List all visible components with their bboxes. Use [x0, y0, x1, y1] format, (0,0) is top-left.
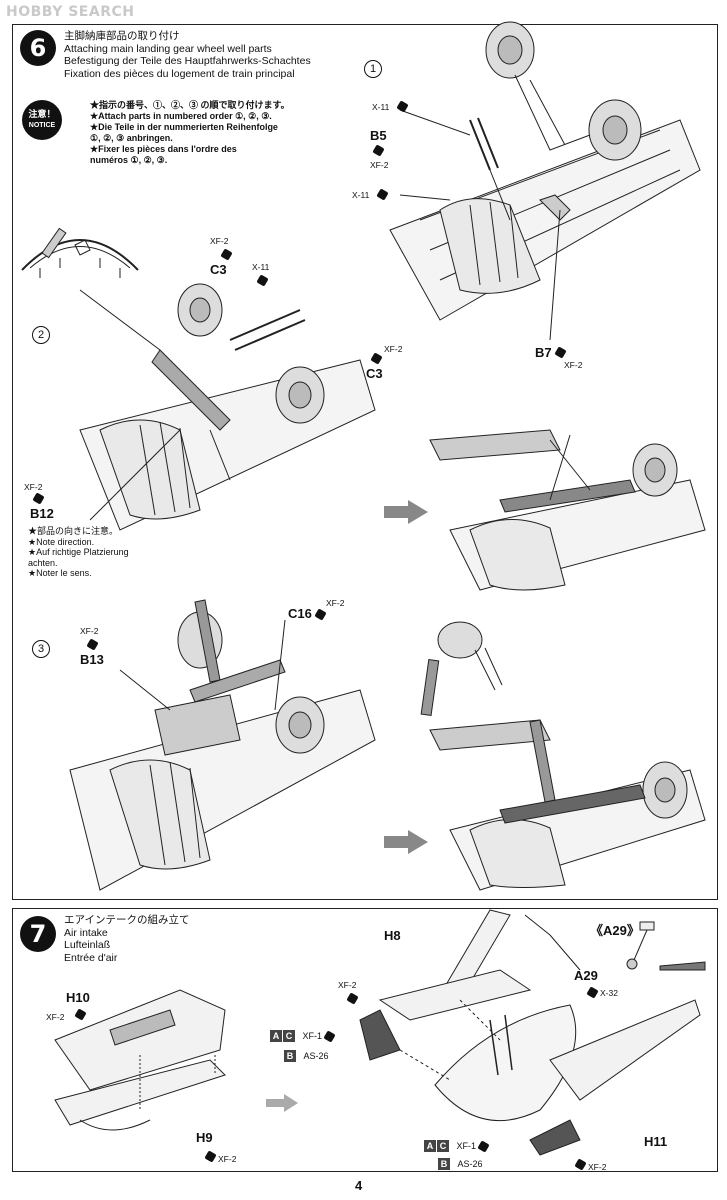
label-xf1-a: XF-1 — [302, 1031, 323, 1041]
label-a29-ref: 《A29》 — [590, 923, 640, 938]
intake-halves-illustration — [54, 989, 226, 1131]
label-b13: B13 — [80, 652, 104, 667]
step7-title-en: Air intake — [64, 926, 108, 939]
result-arrow-icon — [384, 500, 428, 524]
notice-badge-en: NOTICE — [28, 122, 56, 129]
label-xf2-c3-top: XF-2 — [210, 236, 229, 246]
direction-note-de2: achten. — [28, 557, 58, 568]
direction-note: ★部品の向きに注意。 ★Note direction. ★Auf richtig… — [28, 526, 129, 579]
substep2-illustration — [79, 283, 376, 531]
notice-fr1: ★Fixer les pièces dans l'ordre des — [90, 144, 237, 154]
label-xf2-h10: XF-2 — [46, 1012, 65, 1022]
notice-badge: 注意！ NOTICE — [22, 100, 62, 140]
code-b: B — [438, 1158, 450, 1170]
label-h11: H11 — [644, 1134, 668, 1149]
notice-en: ★Attach parts in numbered order ①, ②, ③. — [90, 111, 272, 121]
watermark-logo: HOBBY SEARCH — [6, 4, 135, 20]
label-h9: H9 — [196, 1130, 213, 1145]
label-xf2-h11: XF-2 — [588, 1162, 607, 1172]
flow-arrow-icon — [266, 1094, 298, 1112]
label-xf2-c16: XF-2 — [326, 598, 345, 608]
direction-note-ja: ★部品の向きに注意。 — [28, 526, 119, 536]
step6-title-fr: Fixation des pièces du logement de train… — [64, 67, 295, 80]
label-h10: H10 — [66, 990, 90, 1005]
direction-note-en: ★Note direction. — [28, 536, 95, 547]
label-h8: H8 — [384, 928, 401, 943]
step7-title-ja: エアインテークの組み立て — [64, 914, 190, 926]
paint-dot-icon — [476, 1140, 490, 1153]
label-b5: B5 — [370, 128, 387, 143]
code-a: A — [270, 1030, 282, 1042]
substep-3-marker: 3 — [32, 640, 50, 658]
label-as26-b: AS-26 — [457, 1159, 483, 1169]
step7-panel — [12, 908, 718, 1172]
label-xf2-b13: XF-2 — [80, 626, 99, 636]
label-xf1-b: XF-1 — [456, 1141, 477, 1151]
label-b12: B12 — [30, 506, 54, 521]
substep3-result-illustration — [429, 719, 706, 891]
substep3-illustration — [69, 599, 376, 891]
result-arrow-icon — [384, 830, 428, 854]
notice-de1: ★Die Teile in der nummerierten Reihenfol… — [90, 122, 278, 132]
substep-2-marker: 2 — [32, 326, 50, 344]
label-as26-a: AS-26 — [303, 1051, 329, 1061]
substep-1-marker: 1 — [364, 60, 382, 78]
notice-ja: ★指示の番号、①、②、③ の順で取り付けます。 — [90, 100, 290, 110]
step7-number-badge: 7 — [20, 916, 56, 952]
paint-dot-icon — [322, 1030, 336, 1043]
label-c3-right: C3 — [366, 366, 383, 381]
label-b7: B7 — [535, 345, 552, 360]
label-xf2-c3-right: XF-2 — [384, 344, 403, 354]
code-b: B — [284, 1050, 296, 1062]
substep3-detail-illustration — [420, 621, 503, 716]
detail-circle-illustration — [21, 227, 139, 278]
code-c: C — [437, 1140, 449, 1152]
step6-title-ja: 主脚納庫部品の取り付け — [64, 30, 180, 42]
direction-note-de1: ★Auf richtige Platzierung — [28, 547, 129, 557]
label-xf2-b7: XF-2 — [564, 360, 583, 370]
step6-panel — [12, 24, 718, 900]
step7-title-de: Lufteinlaß — [64, 939, 111, 951]
label-c3-top: C3 — [210, 262, 227, 277]
step6-number-badge: 6 — [20, 30, 56, 66]
label-x11-top: X-11 — [372, 102, 390, 112]
substep2-result-illustration — [429, 429, 706, 591]
label-xf2-b5: XF-2 — [370, 160, 389, 170]
code-a: A — [424, 1140, 436, 1152]
label-xf2-b12: XF-2 — [24, 482, 43, 492]
step6-title-en: Attaching main landing gear wheel well p… — [64, 42, 272, 55]
notice-fr2: numéros ①, ②, ③. — [90, 155, 168, 165]
part-a29-detail-illustration — [626, 921, 706, 971]
label-xf2-h9: XF-2 — [218, 1154, 237, 1164]
color-code-row-2: B AS-26 — [284, 1050, 329, 1062]
substep1-illustration — [389, 21, 701, 341]
label-x11-side: X-11 — [352, 190, 370, 200]
label-x32: X-32 — [600, 988, 618, 998]
page-number: 4 — [355, 1178, 363, 1193]
label-x11-sub2: X-11 — [252, 262, 270, 272]
label-a29: A29 — [574, 968, 598, 983]
color-code-row-4: B AS-26 — [438, 1158, 483, 1170]
step6-title-de: Befestigung der Teile des Hauptfahrwerks… — [64, 55, 311, 67]
notice-text: ★指示の番号、①、②、③ の順で取り付けます。 ★Attach parts in… — [90, 100, 290, 166]
intake-assembly-illustration — [359, 909, 701, 1156]
label-xf2-h8: XF-2 — [338, 980, 357, 990]
direction-note-fr: ★Noter le sens. — [28, 568, 92, 578]
label-c16: C16 — [288, 606, 312, 621]
notice-de2: ①, ②, ③ anbringen. — [90, 133, 173, 143]
notice-badge-ja: 注意！ — [28, 109, 56, 119]
code-c: C — [283, 1030, 295, 1042]
step6-title: 主脚納庫部品の取り付け Attaching main landing gear … — [64, 30, 311, 80]
step7-title-fr: Entrée d'air — [64, 951, 118, 964]
step7-title: エアインテークの組み立て Air intake Lufteinlaß Entré… — [64, 914, 189, 964]
